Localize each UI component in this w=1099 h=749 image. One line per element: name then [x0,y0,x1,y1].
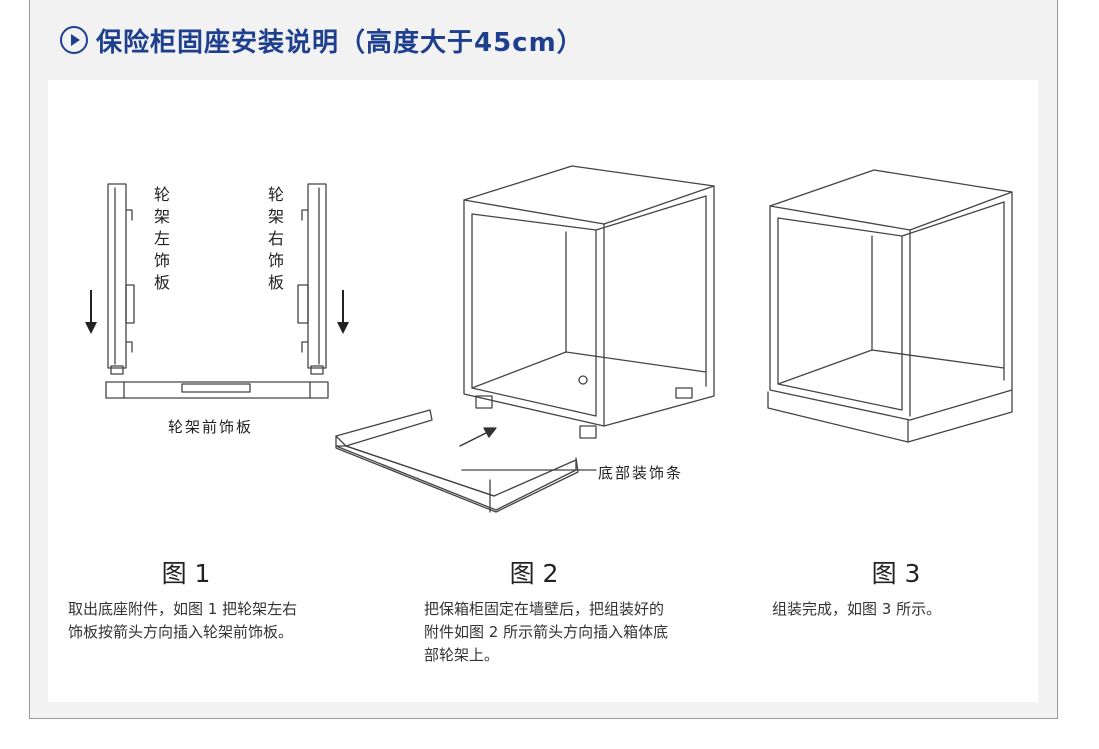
figure-1-caption: 取出底座附件，如图 1 把轮架左右 饰板按箭头方向插入轮架前饰板。 [68,600,298,641]
down-arrow-icon [85,290,97,334]
bottom-strip-label: 底部装饰条 [598,464,684,482]
section-header: 保险柜固座安装说明（高度大于45cm） [60,20,584,60]
down-arrow-icon [337,290,349,334]
base-frame-drawing [335,409,597,513]
figure-1-title: 图 1 [161,559,211,588]
left-panel-label: 轮 架 左 饰 板 [153,185,170,292]
front-panel-label: 轮架前饰板 [168,418,254,436]
assembled-safe-drawing [767,169,1013,443]
safe-cabinet-drawing [463,165,715,439]
figure-3-title: 图 3 [871,559,921,588]
figure-2-caption: 把保箱柜固定在墙壁后，把组装好的 附件如图 2 所示箭头方向插入箱体底 部轮架上… [424,600,669,664]
front-panel-drawing [105,381,329,399]
play-circle-icon [60,26,88,54]
figure-2-title: 图 2 [509,559,559,588]
left-side-panel-drawing [107,183,135,375]
right-side-panel-drawing [297,183,327,375]
figure-3-caption: 组装完成，如图 3 所示。 [772,600,942,618]
right-panel-label: 轮 架 右 饰 板 [267,185,284,292]
section-title: 保险柜固座安装说明（高度大于45cm） [96,27,584,58]
